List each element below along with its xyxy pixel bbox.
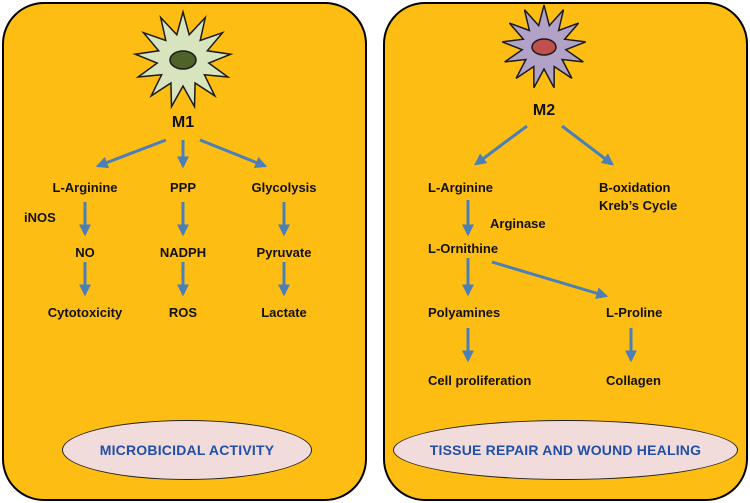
m1-label: M1 [171,114,195,131]
microbicidal-activity-label: MICROBICIDAL ACTIVITY [99,442,275,458]
arrow-m1-to-arginine [95,138,167,169]
arrow-m2-to-arginine [474,124,528,166]
polyamines-label: Polyamines [428,305,501,320]
nadph-label: NADPH [159,245,207,260]
l-proline-label: L-Proline [606,305,663,320]
ppp-label: PPP [169,180,197,195]
m2-nucleus-icon [531,38,557,56]
arrow-m2-to-oxidation [561,124,614,166]
inos-label: iNOS [24,210,56,225]
tissue-repair-oval: TISSUE REPAIR AND WOUND HEALING [393,420,738,480]
m2-macrophage-icon [502,4,586,89]
m1-macrophage-icon [132,9,234,110]
l-ornithine-label: L-Ornithine [428,241,499,256]
m1-nucleus-icon [169,50,197,70]
m2-label: M2 [532,102,556,119]
arrow-m1-to-glycolysis [199,138,268,169]
glycolysis-label: Glycolysis [251,180,317,195]
cell-proliferation-label: Cell proliferation [428,373,532,388]
pyruvate-label: Pyruvate [256,245,312,260]
ros-label: ROS [168,305,198,320]
arrow-ornithine-to-proline [491,260,609,300]
no-label: NO [75,245,95,260]
l-arginine-left: L-Arginine [52,180,118,195]
b-oxidation-label: B-oxidation [599,180,671,195]
microbicidal-activity-oval: MICROBICIDAL ACTIVITY [62,420,312,480]
krebs-cycle-label: Kreb’s Cycle [599,198,678,213]
l-arginine-right: L-Arginine [428,180,493,195]
tissue-repair-label: TISSUE REPAIR AND WOUND HEALING [429,442,702,458]
cytotoxicity-label: Cytotoxicity [47,305,123,320]
arginase-label: Arginase [490,216,546,231]
m2-panel [383,2,748,501]
lactate-label: Lactate [261,305,307,320]
collagen-label: Collagen [606,373,661,388]
